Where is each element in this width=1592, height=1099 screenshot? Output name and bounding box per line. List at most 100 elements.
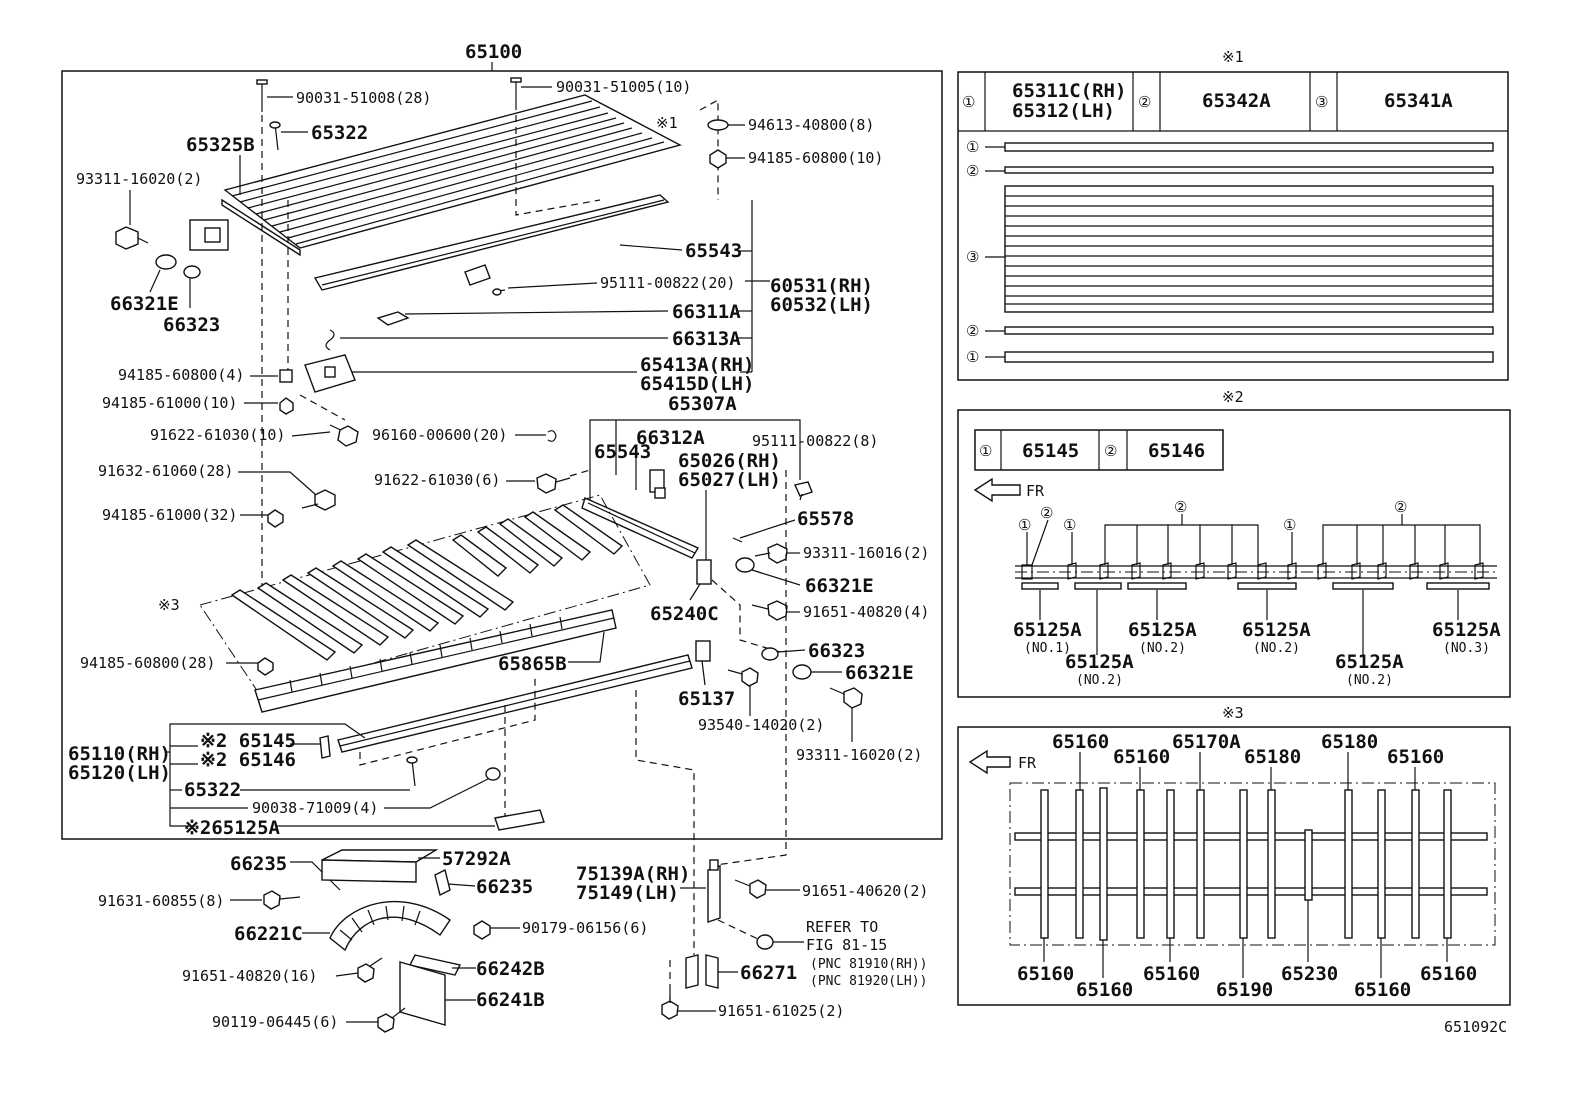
clip-96160 <box>547 430 557 442</box>
callout-c60: 66241B <box>476 989 545 1011</box>
latch-66312a <box>649 469 666 499</box>
inset3-title: ※3 <box>1222 704 1244 722</box>
inset2-label-6: 65125A <box>1432 619 1501 641</box>
inset2-sub-4: (NO.2) <box>1253 641 1300 656</box>
bolt-91651-61025 <box>661 990 679 1020</box>
callout-c36: 65240C <box>650 603 719 625</box>
inset3-top-4: 65180 <box>1244 746 1301 768</box>
inset1-marker-1: ① <box>966 138 979 156</box>
callout-c55: 66235 <box>476 876 533 898</box>
inset2-marker-3: ① <box>1063 516 1076 534</box>
bolt-91651-40820-16 <box>357 957 383 983</box>
main-assembly-frame <box>61 70 943 840</box>
inset2-marker-2: ② <box>1040 504 1053 522</box>
callout-c29: 91632-61060(28) <box>98 462 233 480</box>
callout-c50: 90038-71009(4) <box>252 799 378 817</box>
bracket-65325b <box>189 219 229 251</box>
callout-c62: 75139A(RH) <box>576 863 690 885</box>
callout-c67: (PNC 81910(RH)) <box>810 957 927 972</box>
inset1-marker-4: ② <box>966 322 979 340</box>
washer-94613 <box>707 119 729 131</box>
pin-65578 <box>732 537 743 543</box>
bolt-91622-61030-10 <box>329 424 359 447</box>
callout-c18: 65415D(LH) <box>640 373 754 395</box>
inset2-marker-1: ① <box>1018 516 1031 534</box>
callout-c49: 65322 <box>184 779 241 801</box>
clip-65137 <box>695 640 711 662</box>
inset2-label-2: 65125A <box>1065 651 1134 673</box>
inset2-marker-4: ② <box>1174 498 1187 516</box>
inset2-sub-3: (NO.2) <box>1139 641 1186 656</box>
callout-c3: ※1 <box>656 114 678 132</box>
washer-66323-right <box>761 647 779 661</box>
callout-c8: 93311-16020(2) <box>76 170 202 188</box>
inset2-num-2: ② <box>1104 442 1117 460</box>
callout-c31: 94185-61000(32) <box>102 506 237 524</box>
callout-c32: 65578 <box>797 508 854 530</box>
deck-board <box>221 94 682 257</box>
rail-65110 <box>337 654 693 753</box>
main-title: 65100 <box>465 41 522 63</box>
nut-90179 <box>473 920 491 940</box>
inset3-top-3: 65170A <box>1172 731 1241 753</box>
callout-c14: 60532(LH) <box>770 294 873 316</box>
pnc-81910-stud <box>756 934 774 950</box>
callout-c66: FIG 81-15 <box>806 936 887 954</box>
pin-66313a <box>325 329 335 351</box>
inset3-top-5: 65180 <box>1321 731 1378 753</box>
callout-c43: 93540-14020(2) <box>698 716 824 734</box>
inset2-sub-6: (NO.3) <box>1443 641 1490 656</box>
inset3-bottom-7: 65160 <box>1420 963 1477 985</box>
callout-c45: 65110(RH) <box>68 743 171 765</box>
callout-c24: 66312A <box>636 427 705 449</box>
nut-94185-61000-32 <box>267 509 284 528</box>
bracket-75139a <box>707 859 721 923</box>
washer-66323-left <box>183 265 201 279</box>
callout-c15: 66311A <box>672 301 741 323</box>
callout-c20: 94185-61000(10) <box>102 394 237 412</box>
inset1-part-1b: 65312(LH) <box>1012 100 1115 122</box>
bracket-66242b <box>408 954 462 976</box>
inset2-marker-5: ① <box>1283 516 1296 534</box>
bolt-91631-60855 <box>263 890 301 910</box>
inset2-label-3: 65125A <box>1128 619 1197 641</box>
inset3-fr-arrow: FR <box>968 749 1037 775</box>
inset3-bottom-6: 65160 <box>1354 979 1411 1001</box>
callout-c11: 65543 <box>685 240 742 262</box>
inset1-marker-3: ③ <box>966 248 979 266</box>
inset1-num-3: ③ <box>1315 93 1328 111</box>
bolt-93311-16016 <box>754 543 788 564</box>
inset3-rails <box>1014 832 1488 896</box>
callout-c4: 94613-40800(8) <box>748 116 874 134</box>
callout-c61: 90119-06445(6) <box>212 1013 338 1031</box>
inset2-label-4: 65125A <box>1242 619 1311 641</box>
inset1-marker-5: ① <box>966 348 979 366</box>
clip-95111-8 <box>794 481 813 501</box>
inset2-part-1: 65145 <box>1022 440 1079 462</box>
callout-c9: 66321E <box>110 293 179 315</box>
callout-c58: 91651-40820(16) <box>182 967 317 985</box>
inset3-bottom-3: 65160 <box>1143 963 1200 985</box>
nut-94185-60800-28 <box>257 657 274 676</box>
inset2-fr-arrow: FR <box>973 477 1045 503</box>
callout-c52: 66235 <box>230 853 287 875</box>
spacer-65125a <box>494 809 545 831</box>
spacer-66321e-right <box>735 557 755 573</box>
cross-members <box>199 494 651 696</box>
cover-57292a <box>321 849 439 883</box>
bracket-66271 <box>685 954 719 989</box>
nut-94185-60800-4 <box>279 369 293 383</box>
inset2-callout-lines <box>1026 514 1481 655</box>
hinge-plate-65413a <box>304 354 356 393</box>
callout-c48: ※2 65146 <box>200 749 296 771</box>
callout-c34: 66321E <box>805 575 874 597</box>
spacer-66321e-left <box>155 254 177 270</box>
callout-c19: 94185-60800(4) <box>118 366 244 384</box>
callout-c42: 65137 <box>678 688 735 710</box>
callout-c7: 65325B <box>186 134 255 156</box>
inset3-bottom-2: 65160 <box>1076 979 1133 1001</box>
rivet-90038 <box>485 767 501 781</box>
callout-c64: 91651-40620(2) <box>802 882 928 900</box>
callout-c6: 65322 <box>311 122 368 144</box>
inset3-top-6: 65160 <box>1387 746 1444 768</box>
